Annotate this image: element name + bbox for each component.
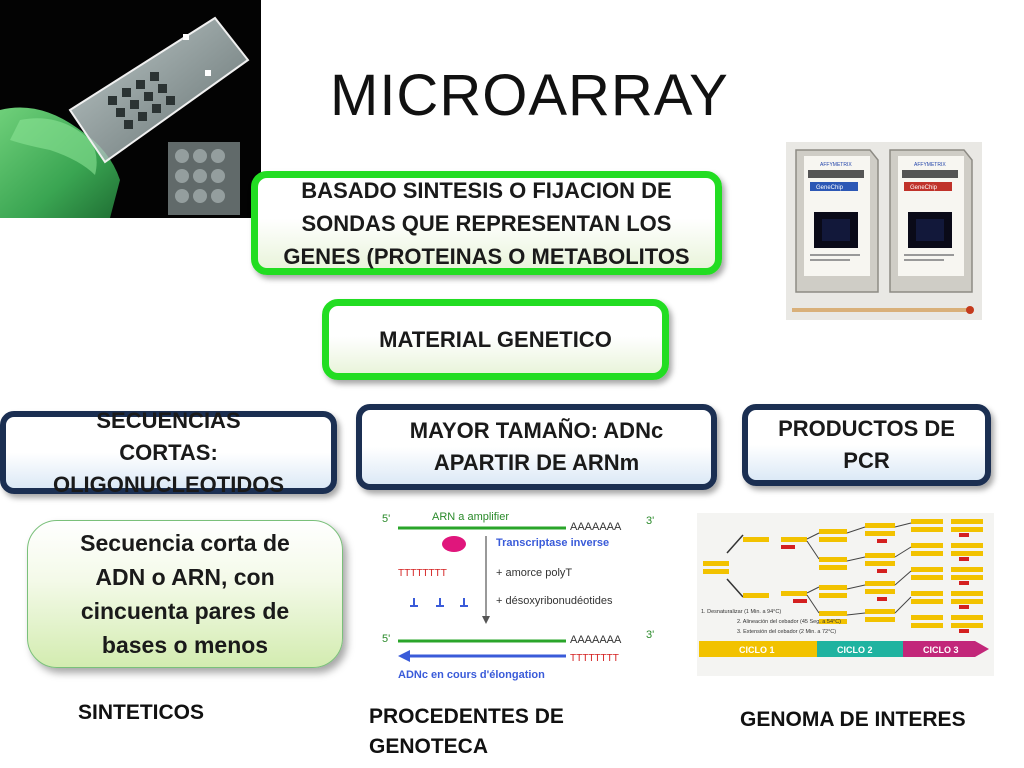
secuencia-corta-text: Secuencia corta de ADN o ARN, con cincue…	[80, 530, 290, 658]
pcr-ciclo1: CICLO 1	[739, 645, 775, 655]
cdna-polyT-left: TTTTTTTT	[398, 568, 447, 579]
pcr-step3: 3. Extensión del cebador (2 Min. a 72°C)	[737, 629, 836, 635]
pcr-cycles-diagram: 1. Desnaturalizar (1 Min. a 94°C) 2. Ali…	[697, 513, 994, 676]
productos-pcr-box: PRODUCTOS DE PCR	[742, 404, 991, 486]
pcr-step1: 1. Desnaturalizar (1 Min. a 94°C)	[701, 609, 781, 615]
cdna-polyA-bottom: AAAAAAA	[570, 634, 622, 646]
microarray-slide-photo	[0, 0, 261, 218]
ciclo2-band	[817, 641, 903, 657]
mayor-tamano-box: MAYOR TAMAÑO: ADNc APARTIR DE ARNm	[356, 404, 717, 490]
genechip-maker-left: AFFYMETRIX	[820, 162, 852, 168]
cdna-5prime-bottom: 5'	[382, 633, 390, 645]
microarray-slide-illustration	[0, 16, 250, 218]
material-genetico-box: MATERIAL GENETICO	[322, 299, 669, 380]
basado-text: BASADO SINTESIS O FIJACION DE SONDAS QUE…	[283, 177, 690, 269]
arrow-left-icon	[398, 650, 410, 662]
secuencia-corta-box: Secuencia corta de ADN o ARN, con cincue…	[27, 520, 343, 668]
genechip-illustration: AFFYMETRIX GeneChip AFFYMETRIX GeneChip	[792, 149, 974, 314]
nucleotide-icons	[410, 598, 468, 607]
genechip-brand-left: GeneChip	[816, 185, 844, 191]
secuencias-cortas-box: SECUENCIAS CORTAS: OLIGONUCLEOTIDOS	[0, 408, 337, 497]
ciclo3-band	[903, 641, 989, 657]
cdna-polyA-top: AAAAAAA	[570, 521, 622, 533]
dna-strands	[703, 519, 983, 633]
pcr-ciclo2: CICLO 2	[837, 645, 873, 655]
pcr-step2: 2. Alineación del cebador (45 Seg. a 54°…	[737, 619, 841, 625]
genoma-label: GENOMA DE INTERES	[740, 708, 966, 731]
sinteticos-label: SINTETICOS	[78, 701, 205, 724]
cdna-3prime-top: 3'	[646, 515, 654, 527]
cdna-dntp: + désoxyribonudéotides	[496, 595, 613, 607]
cdna-3prime-bottom: 3'	[646, 629, 654, 641]
material-genetico-text: MATERIAL GENETICO	[379, 326, 612, 352]
cdna-5prime-top: 5'	[382, 513, 390, 525]
pcr-ciclo3: CICLO 3	[923, 645, 959, 655]
cdna-amorce: + amorce polyT	[496, 567, 572, 579]
enzyme-icon	[442, 536, 466, 552]
basado-box: BASADO SINTESIS O FIJACION DE SONDAS QUE…	[251, 171, 722, 275]
genechip-photo: AFFYMETRIX GeneChip AFFYMETRIX GeneChip	[786, 142, 982, 320]
genechip-maker-right: AFFYMETRIX	[914, 162, 946, 168]
ciclo1-band	[699, 641, 817, 657]
page-title: MICROARRAY	[330, 63, 729, 128]
cdna-arn-label: ARN a amplifier	[432, 511, 509, 523]
cdna-transcriptase: Transcriptase inverse	[496, 537, 609, 549]
cdna-synthesis-diagram: 5' ARN a amplifier AAAAAAA 3' Transcript…	[368, 508, 676, 686]
genechip-brand-right: GeneChip	[910, 185, 938, 191]
cdna-elongation: ADNc en cours d'élongation	[398, 669, 545, 681]
procedentes-label: PROCEDENTES DE GENOTECA	[369, 705, 564, 758]
secuencias-cortas-text: SECUENCIAS CORTAS: OLIGONUCLEOTIDOS	[53, 407, 284, 497]
mayor-tamano-text: MAYOR TAMAÑO: ADNc APARTIR DE ARNm	[409, 418, 664, 475]
cdna-polyT-bottom: TTTTTTTT	[570, 653, 619, 664]
productos-pcr-text: PRODUCTOS DE PCR	[778, 416, 955, 473]
